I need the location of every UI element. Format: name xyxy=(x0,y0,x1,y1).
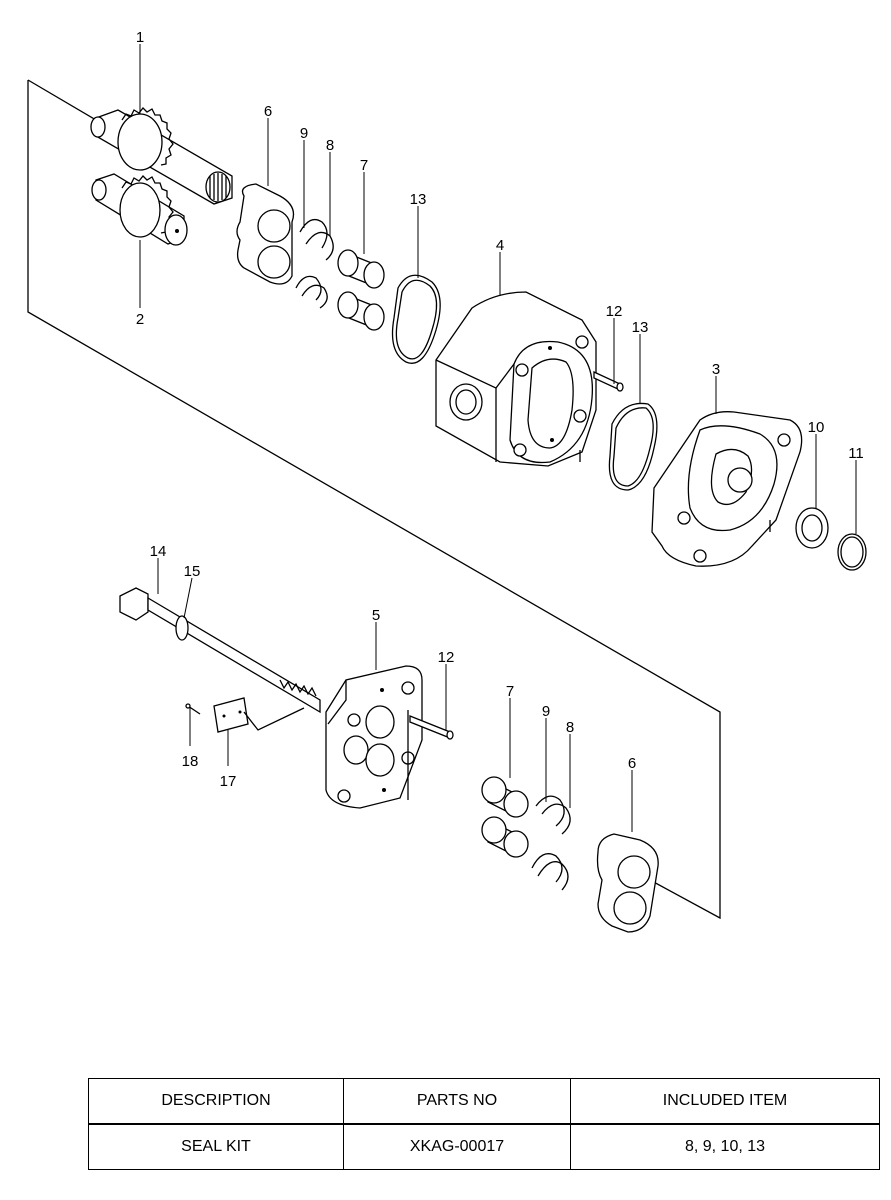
callout-label: 6 xyxy=(264,103,272,120)
part-snap-ring xyxy=(837,533,867,571)
callout-label: 2 xyxy=(136,311,144,328)
part-nameplate xyxy=(185,697,305,733)
callout-label: 12 xyxy=(606,303,623,320)
callout-label: 13 xyxy=(632,319,649,336)
part-bolt xyxy=(119,587,321,714)
column-header-included-item: INCLUDED ITEM xyxy=(570,1078,880,1125)
part-rings-lower xyxy=(531,795,571,891)
part-bushing-block-upper xyxy=(236,183,295,285)
part-bushings-upper xyxy=(337,249,385,331)
part-seal-ring-upper xyxy=(391,274,441,364)
part-pump-body xyxy=(435,291,597,467)
part-pin-upper xyxy=(593,370,624,392)
callout-label: 7 xyxy=(360,157,368,174)
callout-label: 10 xyxy=(808,419,825,436)
callout-label: 3 xyxy=(712,361,720,378)
callout-label: 18 xyxy=(182,753,199,770)
column-header-description: DESCRIPTION xyxy=(88,1078,344,1125)
seal-kit-table: DESCRIPTION PARTS NO INCLUDED ITEM SEAL … xyxy=(88,1078,880,1170)
callout-label: 7 xyxy=(506,683,514,700)
exploded-parts-diagram: 1 2 6 9 8 7 13 4 12 13 3 10 11 14 15 5 1… xyxy=(27,29,867,933)
part-drive-gear-shaft xyxy=(90,107,233,205)
table-header-row: DESCRIPTION PARTS NO INCLUDED ITEM xyxy=(88,1078,880,1125)
part-cover-plate xyxy=(651,411,803,567)
cell-included-item: 8, 9, 10, 13 xyxy=(570,1123,880,1170)
callout-label: 5 xyxy=(372,607,380,624)
part-oil-seal xyxy=(795,507,829,549)
part-end-plate xyxy=(325,665,423,809)
cell-parts-no: XKAG-00017 xyxy=(343,1123,571,1170)
callout-label: 15 xyxy=(184,563,201,580)
part-driven-gear-shaft xyxy=(91,173,188,246)
callout-label: 1 xyxy=(136,29,144,46)
part-seal-ring-lower xyxy=(608,402,658,491)
callout-label: 8 xyxy=(566,719,574,736)
callout-label: 4 xyxy=(496,237,504,254)
callout-label: 12 xyxy=(438,649,455,666)
cell-description: SEAL KIT xyxy=(88,1123,344,1170)
callout-labels: 1 2 6 9 8 7 13 4 12 13 3 10 11 14 15 5 1… xyxy=(136,29,864,790)
part-pin-lower xyxy=(409,715,454,740)
callout-label: 14 xyxy=(150,543,167,560)
column-header-parts-no: PARTS NO xyxy=(343,1078,571,1125)
callout-label: 9 xyxy=(300,125,308,142)
callout-label: 6 xyxy=(628,755,636,772)
leader-lines xyxy=(139,44,857,832)
part-rings-upper xyxy=(295,218,334,309)
part-bushings-lower xyxy=(481,776,529,858)
callout-label: 11 xyxy=(848,445,864,462)
callout-label: 8 xyxy=(326,137,334,154)
table-row: SEAL KIT XKAG-00017 8, 9, 10, 13 xyxy=(88,1123,880,1170)
callout-label: 9 xyxy=(542,703,550,720)
part-bushing-block-lower xyxy=(596,833,659,933)
callout-label: 13 xyxy=(410,191,427,208)
callout-label: 17 xyxy=(220,773,237,790)
